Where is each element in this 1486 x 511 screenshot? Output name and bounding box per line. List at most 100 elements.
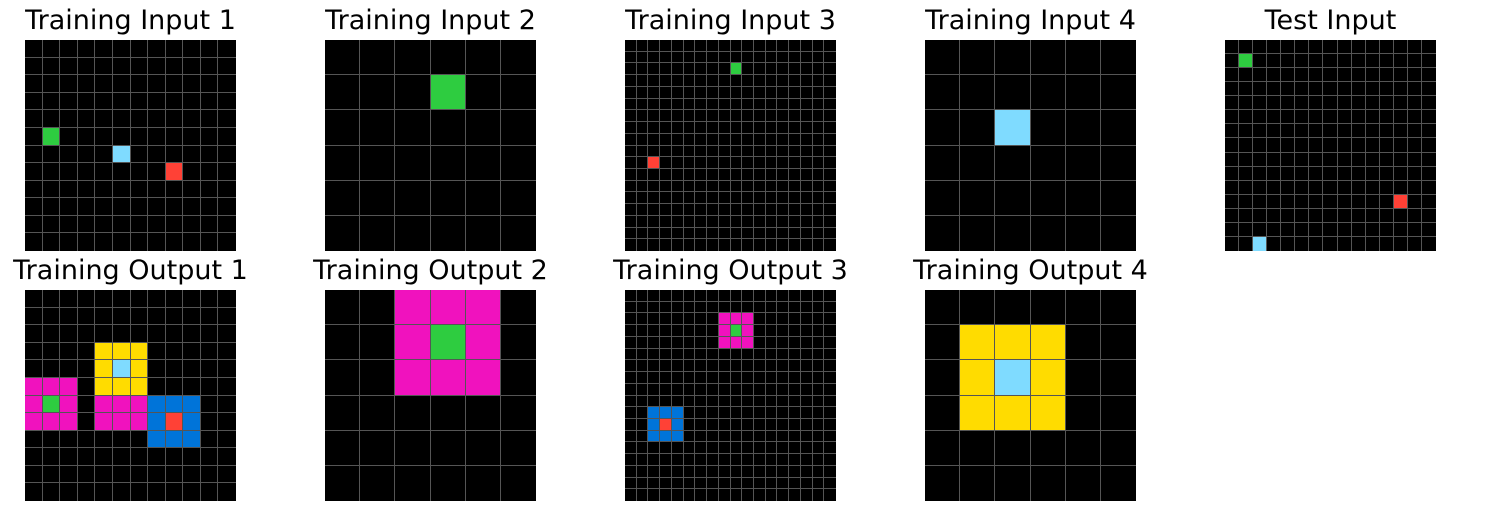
grid-cell [1065, 110, 1101, 146]
grid-cell [636, 395, 649, 408]
grid-cell [465, 180, 501, 216]
grid-cell [1379, 222, 1394, 237]
grid-cell [77, 325, 96, 343]
grid-cell [25, 342, 43, 361]
grid-cell [683, 145, 696, 158]
grid-cell [718, 383, 731, 396]
grid-cell [60, 163, 78, 181]
grid-cell [1281, 166, 1296, 181]
grid-cell [683, 133, 696, 146]
grid-cell [25, 307, 43, 326]
grid-cell [671, 168, 684, 181]
grid-cell [824, 336, 836, 349]
grid-cell [812, 489, 825, 501]
grid-cell [200, 163, 219, 181]
grid-cell [660, 133, 672, 146]
grid-cell [42, 430, 61, 449]
grid-train-in-3 [625, 40, 836, 251]
grid-cell [1351, 124, 1366, 139]
grid-cell [765, 442, 778, 455]
grid-cell [60, 215, 78, 234]
grid-cell [1309, 124, 1324, 139]
colored-cell [730, 63, 743, 76]
grid-cell [1393, 110, 1408, 125]
grid-cell [683, 110, 696, 123]
grid-cell [683, 442, 696, 455]
grid-cell [360, 75, 396, 111]
grid-cell [742, 180, 754, 193]
grid-cell [200, 342, 219, 361]
grid-cell [1239, 166, 1254, 181]
grid-cell [765, 98, 778, 111]
grid-cell [95, 215, 113, 234]
grid-cell [1309, 180, 1324, 195]
grid-cell [325, 430, 361, 466]
grid-cell [1239, 124, 1254, 139]
grid-cell [648, 454, 661, 466]
grid-cell [718, 477, 731, 490]
grid-cell [95, 290, 113, 308]
grid-cell [1030, 215, 1066, 251]
grid-cell [730, 168, 743, 181]
grid-cell [636, 63, 649, 76]
grid-cell [695, 110, 708, 123]
grid-cell [777, 430, 790, 443]
grid-cell [1365, 96, 1380, 111]
grid-cell [648, 51, 661, 64]
grid-cell [800, 454, 813, 466]
grid-cell [765, 168, 778, 181]
grid-cell [730, 180, 743, 193]
grid-cell [1379, 208, 1394, 223]
grid-cell [25, 92, 43, 111]
grid-cell [218, 377, 236, 396]
grid-cell [765, 192, 778, 205]
grid-cell [730, 98, 743, 111]
grid-cell [183, 40, 201, 58]
grid-cell [148, 110, 166, 128]
grid-cell [660, 239, 672, 251]
grid-cell [648, 290, 661, 302]
grid-cell [824, 325, 836, 337]
grid-cell [1351, 208, 1366, 223]
grid-cell [1407, 40, 1422, 55]
grid-cell [695, 430, 708, 443]
grid-cell [148, 233, 166, 251]
grid-cell [925, 290, 961, 326]
grid-cell [636, 192, 649, 205]
grid-cell [200, 127, 219, 146]
grid-cell [671, 86, 684, 99]
grid-cell [636, 145, 649, 158]
grid-cell [777, 204, 790, 216]
grid-cell [218, 145, 236, 164]
grid-cell [730, 489, 743, 501]
colored-cell [430, 360, 466, 396]
grid-cell [648, 348, 661, 361]
grid-cell [995, 75, 1031, 111]
grid-cell [1407, 152, 1422, 167]
grid-cell [765, 290, 778, 302]
grid-cell [718, 192, 731, 205]
colored-cell [648, 157, 661, 169]
grid-cell [1379, 68, 1394, 83]
grid-cell [742, 86, 754, 99]
grid-cell [77, 448, 96, 466]
grid-cell [777, 239, 790, 251]
colored-cell [165, 163, 184, 181]
grid-cell [1421, 40, 1436, 55]
grid-cell [1393, 68, 1408, 83]
grid-cell [42, 180, 61, 199]
grid-cell [95, 233, 113, 251]
grid-cell [812, 63, 825, 76]
grid-cell [1239, 96, 1254, 111]
grid-cell [148, 215, 166, 234]
grid-cell [95, 307, 113, 326]
grid-cell [707, 133, 719, 146]
grid-cell [753, 372, 766, 384]
grid-cell [812, 454, 825, 466]
grid-cell [60, 110, 78, 128]
grid-cell [777, 395, 790, 408]
grid-cell [695, 407, 708, 419]
grid-cell [753, 336, 766, 349]
grid-cell [1421, 124, 1436, 139]
grid-cell [742, 192, 754, 205]
